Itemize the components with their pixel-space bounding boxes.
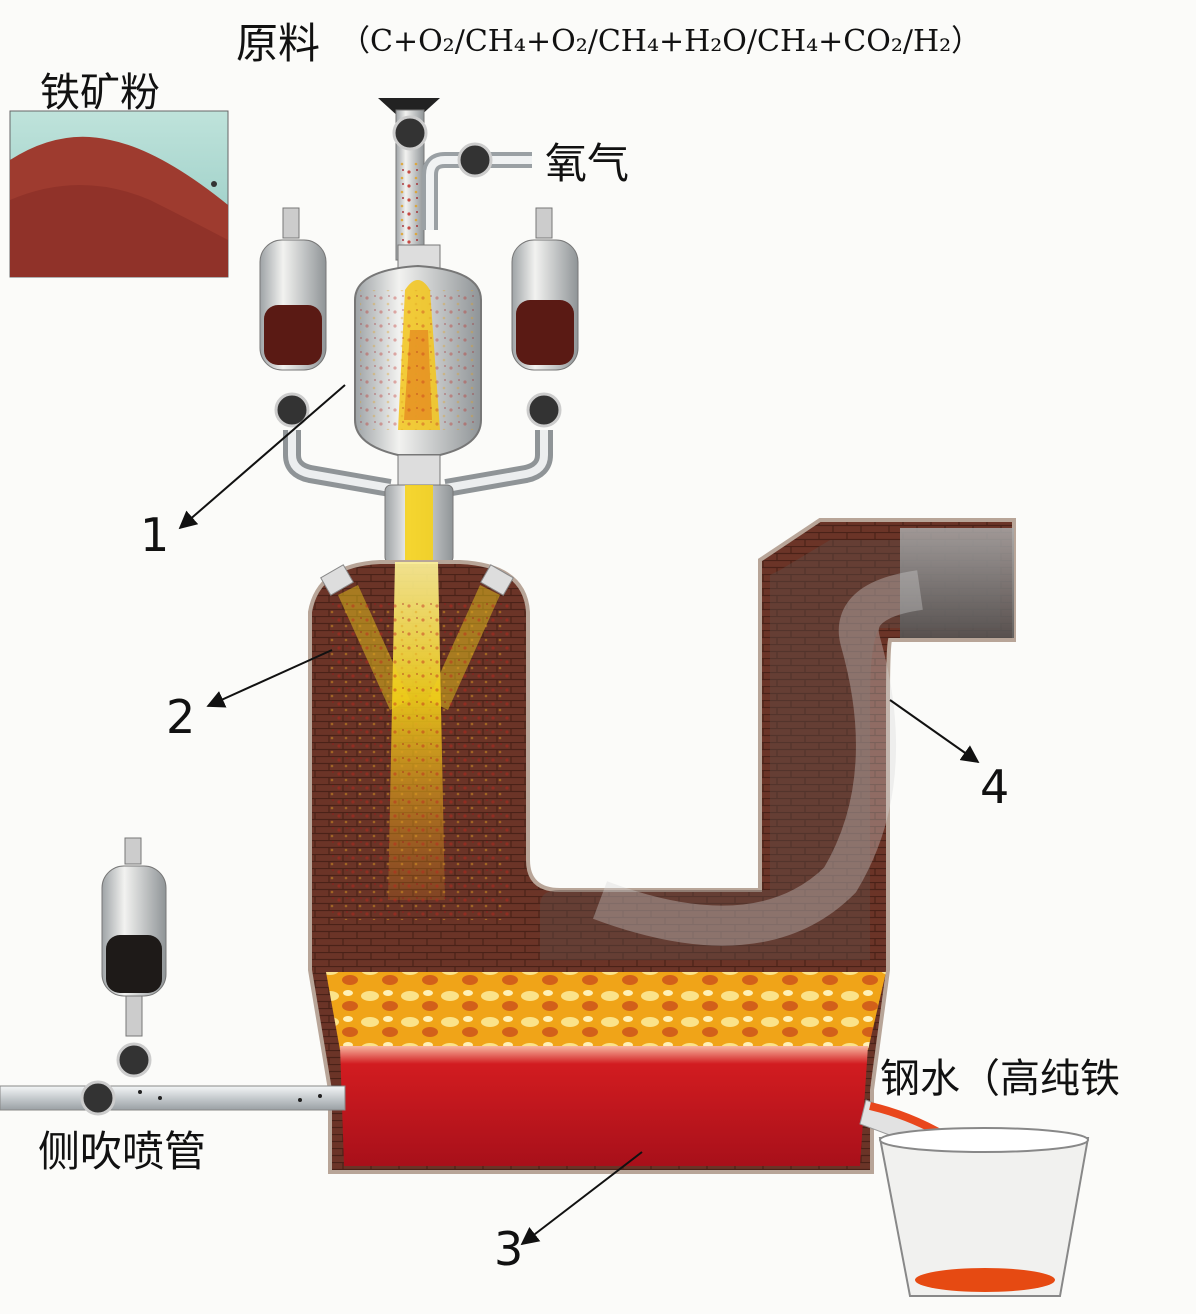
- label-side-lance: 侧吹喷管: [38, 1127, 207, 1176]
- title-formula: （C+O₂/CH₄+O₂/CH₄+H₂O/CH₄+CO₂/H₂）: [340, 24, 982, 59]
- reactor-vessel: [354, 244, 482, 564]
- callout-3: 3: [494, 1222, 524, 1276]
- callout-1: 1: [140, 508, 170, 562]
- callout-arrows: [178, 384, 980, 1246]
- iron-ore-photo: [9, 110, 229, 278]
- callout-2: 2: [166, 690, 196, 744]
- label-iron-ore: 铁矿粉: [40, 70, 160, 116]
- label-molten-steel: 钢水（高纯铁: [880, 1056, 1120, 1102]
- furnace: [308, 518, 1016, 1174]
- right-reagent-canister: [511, 207, 579, 428]
- top-feed-pipe: [378, 98, 440, 261]
- left-reagent-canister: [259, 207, 327, 428]
- tap-spout-and-ladle: [859, 1099, 1090, 1297]
- label-oxygen: 氧气: [545, 139, 630, 188]
- side-lance: [0, 837, 346, 1116]
- branch-pipes: [283, 430, 553, 497]
- title-main: 原料: [236, 19, 321, 68]
- oxygen-pipe: [422, 142, 532, 230]
- callout-4: 4: [980, 760, 1010, 814]
